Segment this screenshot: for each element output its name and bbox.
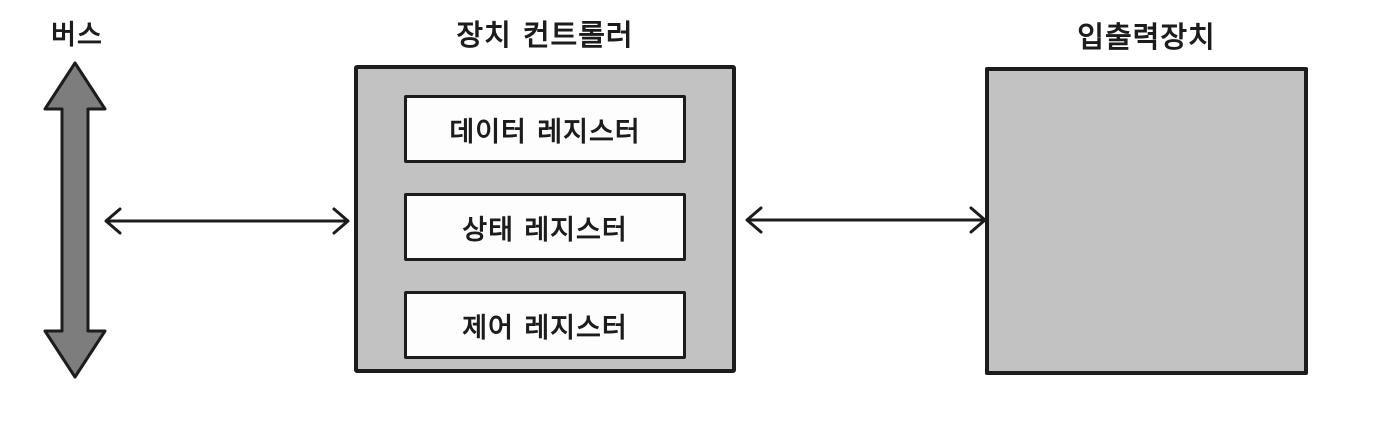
arrow-controller-to-device-icon	[745, 206, 987, 234]
io-device-box	[985, 67, 1308, 375]
register-box-control: 제어 레지스터	[404, 291, 686, 359]
bus-vertical-double-arrow-icon	[43, 61, 107, 379]
arrow-bus-to-controller-icon	[104, 207, 350, 235]
controller-label: 장치 컨트롤러	[456, 18, 634, 52]
io-device-label: 입출력장치	[1077, 20, 1216, 54]
bus-label: 버스	[51, 20, 103, 51]
register-box-data: 데이터 레지스터	[404, 95, 686, 163]
controller-box: 데이터 레지스터 상태 레지스터 제어 레지스터	[354, 65, 736, 373]
register-box-status: 상태 레지스터	[404, 193, 686, 261]
